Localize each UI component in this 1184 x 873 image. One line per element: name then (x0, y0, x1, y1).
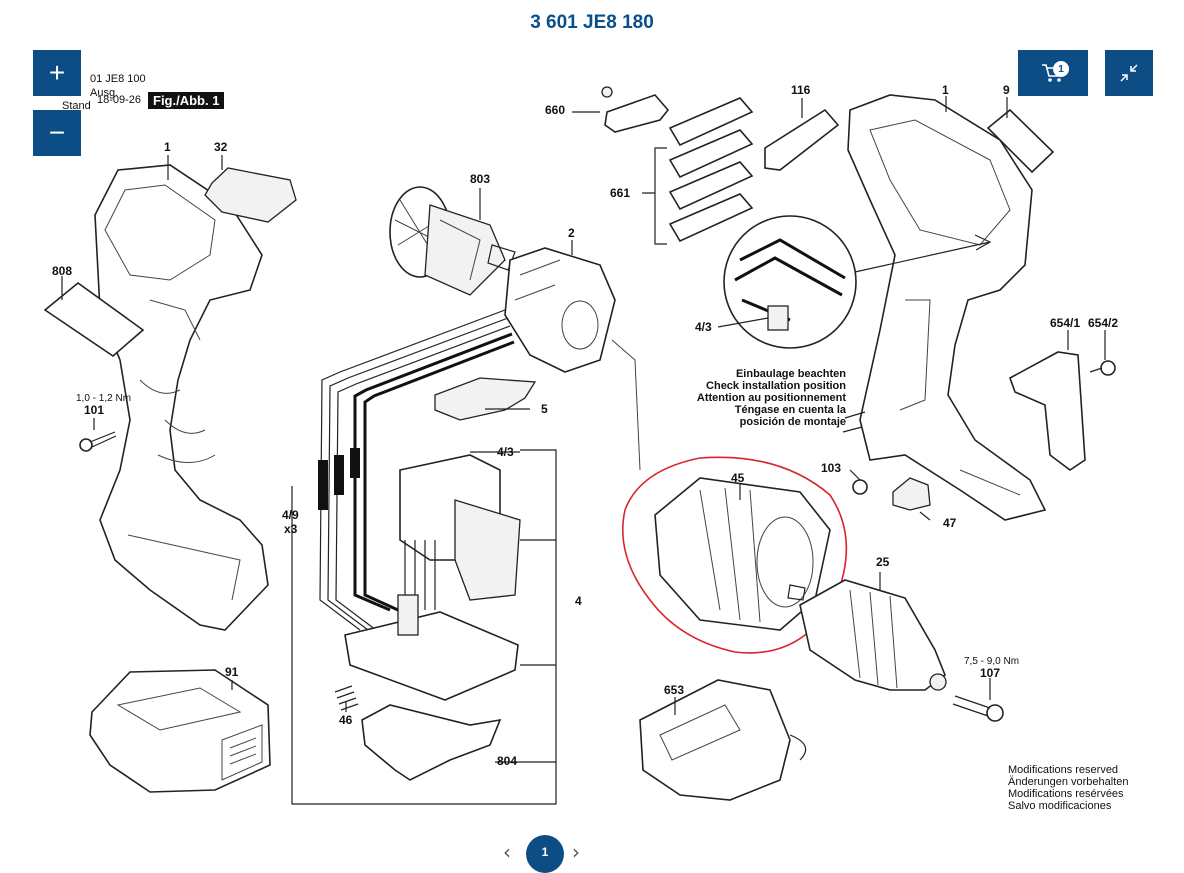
next-page-icon[interactable]: › (572, 840, 580, 864)
part-label-107[interactable]: 107 (980, 666, 1001, 680)
wire-harness-part (318, 309, 515, 631)
sheet-number: 01 JE8 100 (90, 73, 146, 85)
collapse-button[interactable] (1105, 50, 1153, 96)
zoom-out-button[interactable]: − (33, 110, 81, 156)
motor-stator-part (504, 247, 616, 373)
sheet-edition-label: Ausg. (90, 87, 119, 99)
part-label-4-3[interactable]: 4/3 (497, 445, 514, 459)
torque-note-101: 1,0 - 1,2 Nm (76, 393, 132, 404)
detail-magnifier (723, 215, 992, 349)
name-plates-part (642, 97, 754, 245)
part-label-660[interactable]: 660 (545, 103, 566, 117)
slide-switch-part (434, 377, 537, 421)
label-9-part (986, 108, 1055, 174)
part-label-101[interactable]: 101 (84, 403, 105, 417)
belt-clip-part (1009, 351, 1086, 471)
zoom-in-button[interactable]: + (33, 50, 81, 96)
nut-part (852, 479, 868, 495)
installation-note-line: Attention au positionnement (696, 392, 846, 404)
part-label-808[interactable]: 808 (52, 264, 73, 278)
label-sheet-part (43, 281, 145, 358)
motor-armature-part (389, 186, 516, 296)
page-title: 3 601 JE8 180 (530, 12, 654, 33)
sheet-date: 18-09-26 (97, 94, 142, 106)
modifications-note: Modifications reserved Änderungen vorbeh… (1008, 764, 1128, 812)
housing-left-part (94, 164, 269, 631)
part-label-803[interactable]: 803 (470, 172, 491, 186)
base-plate-part (361, 704, 502, 781)
modifications-line: Salvo modificaciones (1008, 800, 1112, 812)
cover-116-part (764, 108, 840, 171)
installation-note-line: Téngase en cuenta la (734, 404, 846, 416)
collapse-icon (1120, 64, 1138, 82)
part-label-32[interactable]: 32 (214, 140, 228, 154)
part-label-661[interactable]: 661 (610, 186, 631, 200)
part-label-1[interactable]: 1 (164, 140, 171, 154)
part-label-9[interactable]: 9 (1003, 83, 1010, 97)
leader-lines (61, 96, 1106, 715)
torque-note-107: 7,5 - 9,0 Nm (964, 656, 1020, 667)
installation-note-line: posición de montaje (739, 416, 846, 428)
cover-plate-part (204, 167, 297, 223)
installation-note-line: Check installation position (706, 380, 846, 392)
part-label-654-1[interactable]: 654/1 (1050, 316, 1081, 330)
cart-button[interactable]: 1 (1018, 50, 1088, 96)
installation-note-line: Einbaulage beachten (735, 368, 846, 380)
minus-icon: − (48, 117, 66, 148)
part-label-4-3-detail[interactable]: 4/3 (695, 320, 712, 334)
installation-note: Einbaulage beachten Check installation p… (690, 368, 846, 428)
screw-101-part (79, 431, 117, 452)
sheet-status-label: Stand (62, 100, 91, 112)
part-label-4-9[interactable]: 4/9 (282, 508, 299, 522)
part-label-1-right[interactable]: 1 (942, 83, 949, 97)
spring-part (334, 685, 359, 711)
modifications-line: Modifications reserved (1008, 764, 1119, 776)
part-label-103[interactable]: 103 (821, 461, 842, 475)
part-label-5[interactable]: 5 (541, 402, 548, 416)
figure-tag: Fig./Abb. 1 (148, 92, 225, 109)
screw-107-part (952, 695, 1004, 722)
battery-pack-part (89, 669, 271, 793)
part-label-25[interactable]: 25 (876, 555, 890, 569)
group-bracket (291, 449, 557, 805)
modifications-line: Modifications resérvées (1008, 788, 1124, 800)
plus-icon: + (48, 57, 66, 88)
part-label-654-2[interactable]: 654/2 (1088, 316, 1119, 330)
screw-6542-part (1089, 360, 1116, 376)
page-indicator[interactable]: 1 (526, 835, 564, 873)
chuck-part (799, 579, 947, 691)
modifications-line: Änderungen vorbehalten (1008, 776, 1129, 788)
prev-page-icon[interactable]: ‹ (503, 840, 511, 864)
part-label-653[interactable]: 653 (664, 683, 685, 697)
part-label-x3[interactable]: x3 (284, 522, 298, 536)
gearbox-leader (611, 339, 641, 471)
part-label-4[interactable]: 4 (575, 594, 582, 608)
part-label-45[interactable]: 45 (731, 471, 745, 485)
switch-module-part (344, 454, 521, 701)
part-label-804[interactable]: 804 (497, 754, 518, 768)
part-label-2[interactable]: 2 (568, 226, 575, 240)
knob-part (892, 477, 931, 511)
part-label-46[interactable]: 46 (339, 713, 353, 727)
brush-holder-part (601, 86, 670, 133)
housing-right-part (842, 94, 1047, 521)
part-label-91[interactable]: 91 (225, 665, 239, 679)
part-label-47[interactable]: 47 (943, 516, 957, 530)
cart-count-badge: 1 (1053, 61, 1069, 77)
charger-part (639, 679, 807, 801)
part-label-116[interactable]: 116 (791, 83, 811, 97)
